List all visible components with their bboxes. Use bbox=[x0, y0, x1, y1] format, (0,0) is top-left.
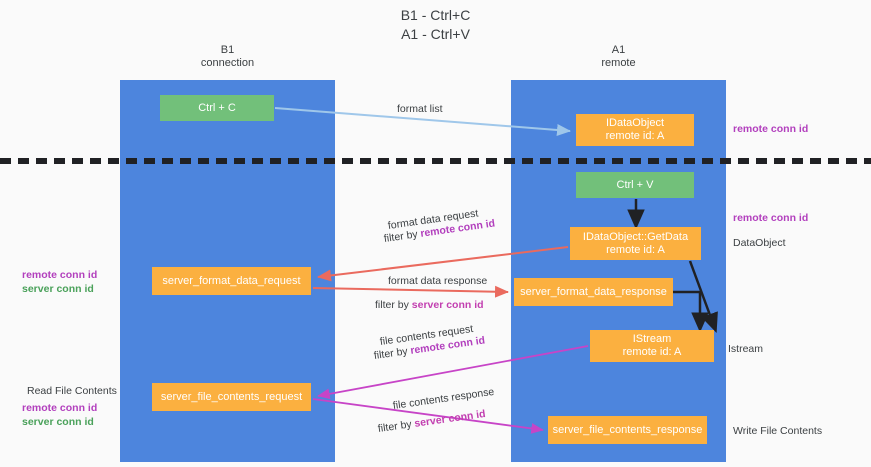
annotation-right-remote-conn-id-mid: remote conn id bbox=[733, 211, 808, 225]
box-server-file-contents-response[interactable]: server_file_contents_response bbox=[548, 416, 707, 444]
annotation-server-conn-id: server conn id bbox=[22, 283, 94, 295]
edge-label-format-data-response-filter: filter by server conn id bbox=[375, 298, 484, 312]
box-server-file-contents-request-label: server_file_contents_request bbox=[160, 390, 303, 403]
box-server-format-data-response[interactable]: server_format_data_response bbox=[514, 278, 673, 306]
box-server-file-contents-response-label: server_file_contents_response bbox=[552, 423, 703, 436]
box-idataobject[interactable]: IDataObject remote id: A bbox=[576, 114, 694, 146]
lane-header-a1-role: remote bbox=[601, 57, 636, 69]
box-idataobject-title: IDataObject bbox=[605, 117, 665, 129]
lane-header-b1-role: connection bbox=[200, 57, 255, 69]
box-istream[interactable]: IStream remote id: A bbox=[590, 330, 714, 362]
filter-prefix: filter by bbox=[377, 417, 416, 435]
annotation-left-conn-ids-bottom: remote conn id server conn id bbox=[22, 401, 97, 429]
annotation-right-write-file-contents: Write File Contents bbox=[733, 424, 822, 438]
box-ctrl-c[interactable]: Ctrl + C bbox=[160, 95, 274, 121]
filter-key-server-conn-id: server conn id bbox=[413, 407, 487, 430]
title-line-2: A1 - Ctrl+V bbox=[401, 26, 470, 42]
box-istream-remote-id: remote id: A bbox=[622, 346, 682, 358]
annotation-server-conn-id: server conn id bbox=[22, 416, 94, 428]
edge-label-format-list-text: format list bbox=[397, 103, 443, 115]
lane-header-b1-name: B1 bbox=[220, 44, 235, 56]
annotation-left-read-file-contents: Read File Contents bbox=[27, 384, 117, 398]
annotation-remote-conn-id: remote conn id bbox=[22, 269, 98, 281]
annotation-text: remote conn id bbox=[733, 212, 809, 224]
box-idataobject-remote-id: remote id: A bbox=[605, 130, 665, 142]
box-idataobject-getdata[interactable]: IDataObject::GetData remote id: A bbox=[570, 227, 701, 260]
arrow-format-data-response bbox=[312, 285, 509, 298]
edge-label-format-list: format list bbox=[397, 102, 443, 116]
box-istream-title: IStream bbox=[632, 333, 672, 345]
annotation-text: Write File Contents bbox=[733, 425, 823, 437]
lane-header-b1: B1 connection bbox=[120, 44, 335, 70]
box-ctrl-v-label: Ctrl + V bbox=[616, 178, 654, 191]
annotation-text: Istream bbox=[728, 343, 764, 355]
annotation-right-istream: Istream bbox=[728, 342, 763, 356]
annotation-left-conn-ids-top: remote conn id server conn id bbox=[22, 268, 97, 296]
title-line-1: B1 - Ctrl+C bbox=[400, 7, 471, 23]
filter-prefix: filter by bbox=[383, 227, 422, 245]
box-getdata-title: IDataObject::GetData bbox=[582, 230, 689, 243]
annotation-right-dataobject: DataObject bbox=[733, 236, 786, 250]
box-getdata-remote-id: remote id: A bbox=[606, 243, 665, 256]
annotation-right-remote-conn-id-top: remote conn id bbox=[733, 122, 808, 136]
filter-prefix: filter by bbox=[373, 344, 412, 362]
box-server-format-data-request[interactable]: server_format_data_request bbox=[152, 267, 311, 295]
annotation-text: remote conn id bbox=[733, 123, 809, 135]
annotation-text: Read File Contents bbox=[27, 385, 117, 397]
edge-label-format-data-response-text: format data response bbox=[388, 275, 488, 287]
annotation-text: DataObject bbox=[733, 237, 786, 249]
lane-header-a1: A1 remote bbox=[511, 44, 726, 70]
lane-header-a1-name: A1 bbox=[611, 44, 626, 56]
filter-key-server-conn-id: server conn id bbox=[411, 299, 484, 311]
filter-prefix: filter by bbox=[375, 299, 412, 311]
box-ctrl-v[interactable]: Ctrl + V bbox=[576, 172, 694, 198]
page-title: B1 - Ctrl+C A1 - Ctrl+V bbox=[0, 6, 871, 44]
annotation-remote-conn-id: remote conn id bbox=[22, 402, 98, 414]
box-ctrl-c-label: Ctrl + C bbox=[198, 101, 236, 114]
box-server-format-data-request-label: server_format_data_request bbox=[162, 274, 301, 287]
box-server-format-data-response-label: server_format_data_response bbox=[520, 285, 667, 298]
box-server-file-contents-request[interactable]: server_file_contents_request bbox=[152, 383, 311, 411]
edge-label-format-data-response: format data response bbox=[388, 274, 487, 288]
